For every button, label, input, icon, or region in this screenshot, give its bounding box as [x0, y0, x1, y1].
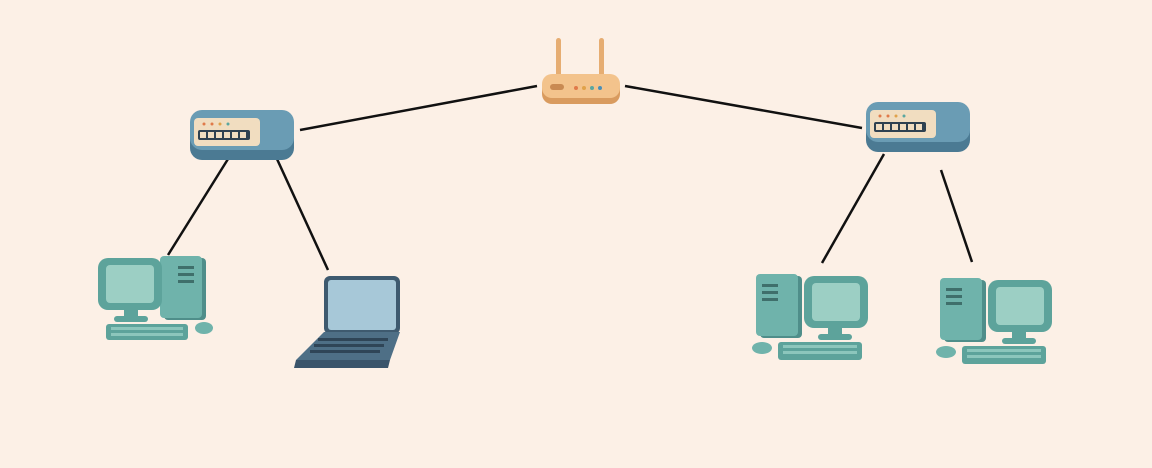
link-switch-left-pc [166, 158, 230, 256]
link-router-switch-right [624, 84, 863, 130]
link-switch-left-laptop [275, 158, 330, 271]
laptop-icon [292, 272, 404, 374]
network-switch-icon [864, 96, 972, 154]
desktop-computer-icon [748, 272, 874, 368]
link-switch-right-pc1 [820, 153, 886, 264]
link-switch-right-pc2 [939, 169, 974, 263]
network-switch-icon [188, 104, 296, 162]
wifi-router-icon [538, 36, 624, 106]
link-router-switch-left [299, 84, 538, 132]
desktop-computer-icon [932, 276, 1058, 372]
desktop-computer-icon [96, 254, 218, 346]
